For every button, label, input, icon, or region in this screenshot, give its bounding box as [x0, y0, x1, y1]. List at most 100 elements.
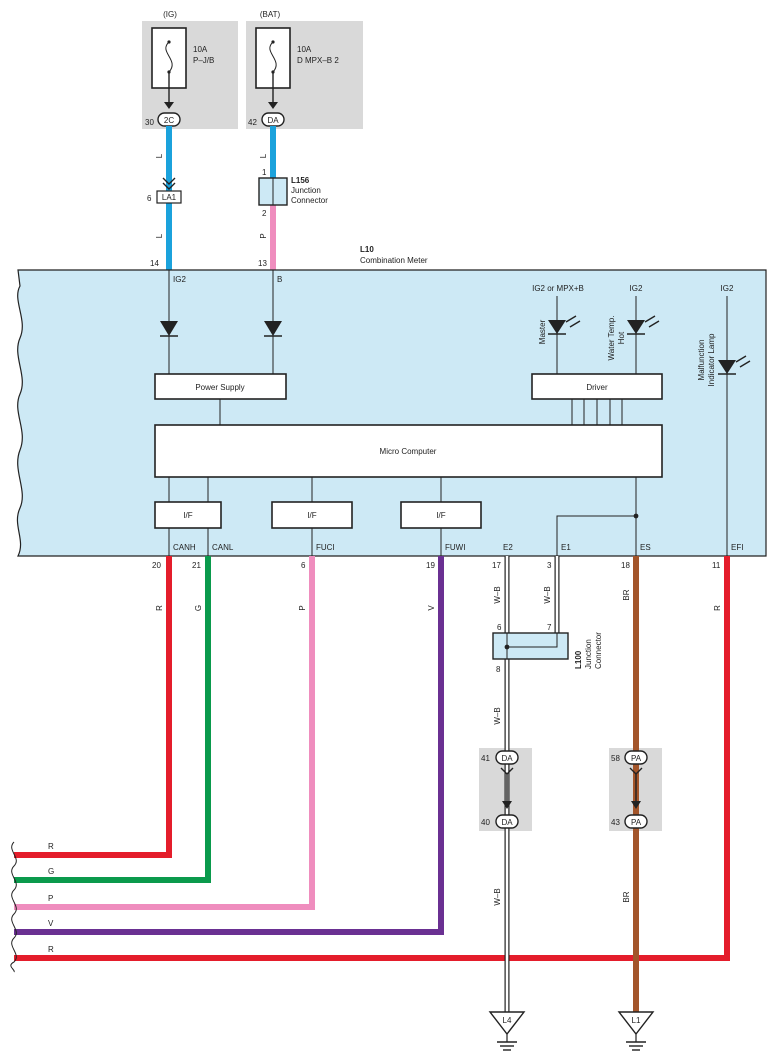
svg-text:7: 7	[547, 623, 552, 632]
svg-text:6: 6	[497, 623, 502, 632]
water-temp-label: Water Temp.	[607, 316, 616, 361]
svg-text:W–B: W–B	[493, 586, 502, 603]
mil-led-icon	[718, 360, 736, 374]
wire-color-label: L	[259, 153, 268, 158]
wire-color-label: P	[259, 233, 268, 238]
svg-text:W–B: W–B	[493, 707, 502, 724]
meter-name: Combination Meter	[360, 256, 428, 265]
connector-chevron-icon	[162, 177, 176, 185]
fuse-ig-pin: 30	[145, 118, 154, 127]
svg-text:R: R	[155, 605, 164, 611]
fuse-bat-rating: 10A	[297, 45, 312, 54]
terminal-es: ES	[640, 543, 651, 552]
ig2-label-b: IG2	[721, 284, 734, 293]
svg-text:41: 41	[481, 754, 490, 763]
ig2-label-a: IG2	[630, 284, 643, 293]
svg-text:Junction: Junction	[584, 639, 593, 669]
svg-text:P: P	[298, 605, 307, 610]
svg-text:PA: PA	[631, 754, 642, 763]
svg-text:PA: PA	[631, 818, 642, 827]
fuse-ig-rating: 10A	[193, 45, 208, 54]
arrow-down-icon	[164, 102, 174, 109]
svg-text:L4: L4	[503, 1016, 512, 1025]
fuse-bat-source: (BAT)	[260, 10, 281, 19]
arrow-down-icon	[268, 102, 278, 109]
svg-text:R: R	[713, 605, 722, 611]
connector-da-inline: DA 41 DA 40	[479, 748, 532, 831]
wire-fuci-pink	[14, 556, 315, 910]
terminal-fuwi: FUWI	[445, 543, 465, 552]
fuse-bat-block: (BAT) 10A D MPX–B 2 42 DA	[246, 10, 363, 129]
combination-meter-body	[16, 269, 767, 557]
fuse-bat-name: D MPX–B 2	[297, 56, 339, 65]
wire-canl-green	[14, 556, 211, 883]
svg-text:1: 1	[262, 168, 267, 177]
terminal-fuci: FUCI	[316, 543, 335, 552]
svg-text:6: 6	[147, 194, 152, 203]
wire-break-mark-icon	[10, 841, 17, 973]
meter-pin-b: 13	[258, 259, 267, 268]
svg-text:G: G	[194, 605, 203, 611]
fuse-bat-element-icon	[269, 41, 277, 73]
svg-text:6: 6	[301, 561, 306, 570]
connector-l100: 6 7 8 L100 Junction Connector	[492, 623, 603, 674]
svg-text:W–B: W–B	[543, 586, 552, 603]
fuse-ig-source: (IG)	[163, 10, 177, 19]
left-wire-label: R	[48, 945, 54, 954]
svg-text:L1: L1	[632, 1016, 641, 1025]
diode-icon	[160, 321, 178, 336]
svg-text:V: V	[427, 605, 436, 611]
ig2-or-mpx-label: IG2 or MPX+B	[532, 284, 584, 293]
if-block-can	[154, 501, 222, 529]
svg-text:BR: BR	[622, 891, 631, 902]
water-temp-led-icon	[627, 320, 645, 334]
wire-color-label: L	[155, 233, 164, 238]
svg-text:8: 8	[496, 665, 501, 674]
wire-color-label: L	[155, 153, 164, 158]
svg-text:18: 18	[621, 561, 630, 570]
svg-text:W–B: W–B	[493, 888, 502, 905]
master-label: Master	[538, 319, 547, 344]
left-wire-label: R	[48, 842, 54, 851]
svg-text:Junction: Junction	[291, 186, 321, 195]
svg-text:I/F: I/F	[436, 511, 445, 520]
wire-canh-red	[14, 556, 172, 858]
if-block-fuwi	[400, 501, 482, 529]
driver-label: Driver	[586, 383, 608, 392]
svg-text:BR: BR	[622, 589, 631, 600]
svg-text:I/F: I/F	[307, 511, 316, 520]
svg-text:17: 17	[492, 561, 501, 570]
ground-l4: L4	[488, 1011, 526, 1051]
water-temp-label-2: Hot	[617, 331, 626, 344]
micro-computer-label: Micro Computer	[380, 447, 437, 456]
meter-id: L10	[360, 245, 374, 254]
left-wire-label: V	[48, 919, 54, 928]
connector-da-top-label: DA	[267, 116, 279, 125]
micro-computer-block	[154, 424, 663, 478]
ground-l1: L1	[617, 1011, 655, 1051]
left-wire-label: G	[48, 867, 54, 876]
connector-pa-inline: PA 58 PA 43	[609, 748, 662, 831]
arrow-down-icon	[631, 801, 641, 809]
terminal-ig2: IG2	[173, 275, 186, 284]
driver-block	[531, 373, 663, 400]
terminal-canh: CANH	[173, 543, 196, 552]
terminal-canl: CANL	[212, 543, 234, 552]
svg-text:Connector: Connector	[291, 196, 328, 205]
svg-text:2: 2	[262, 209, 267, 218]
master-led-icon	[548, 320, 566, 334]
svg-text:58: 58	[611, 754, 620, 763]
terminal-e1: E1	[561, 543, 571, 552]
svg-text:21: 21	[192, 561, 201, 570]
svg-text:L100: L100	[574, 650, 583, 669]
svg-text:20: 20	[152, 561, 161, 570]
ground-triangle-icon	[617, 1011, 655, 1036]
arrow-down-icon	[502, 801, 512, 809]
svg-text:Connector: Connector	[594, 632, 603, 669]
connector-2c-label: 2C	[164, 116, 174, 125]
power-supply-label: Power Supply	[195, 383, 244, 392]
terminal-efi: EFI	[731, 543, 743, 552]
fuse-ig-block: (IG) 10A P–J/B 30 2C	[142, 10, 238, 129]
fuse-ig-element-icon	[165, 41, 173, 73]
